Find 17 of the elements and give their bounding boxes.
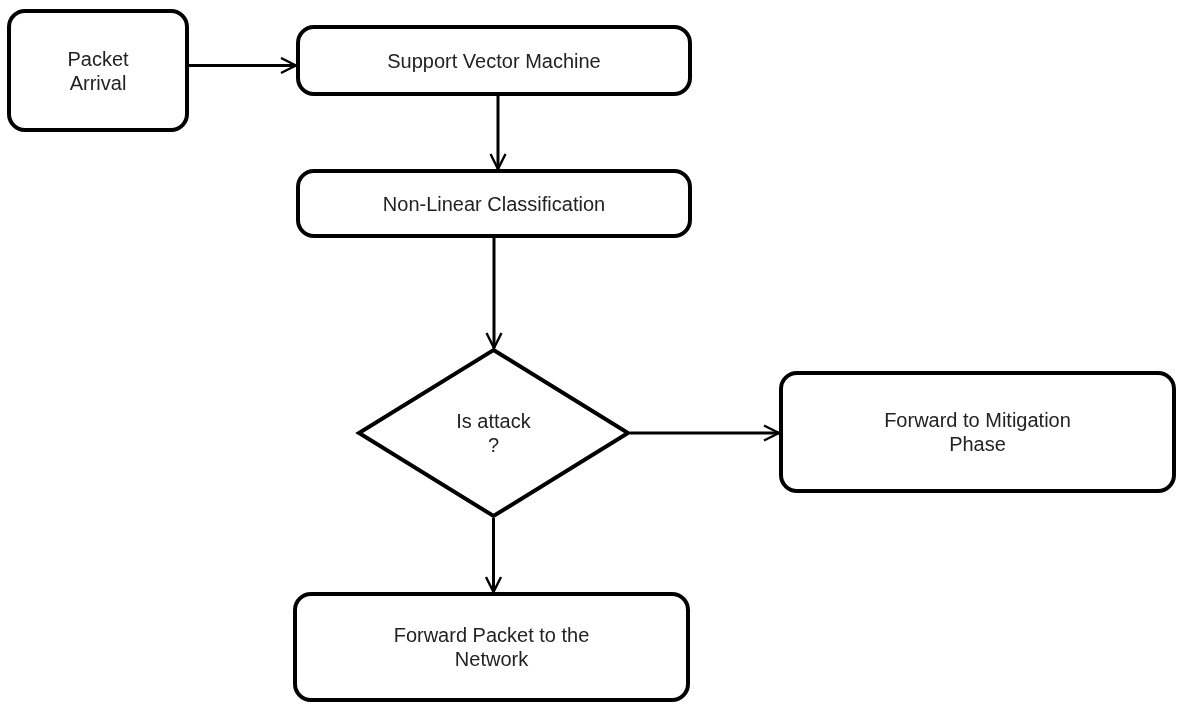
decision-diamond <box>357 348 630 518</box>
arrow <box>189 56 298 75</box>
arrow <box>484 518 503 594</box>
arrow <box>485 238 503 350</box>
process-box <box>7 9 189 132</box>
node-label: Forward to Mitigation Phase <box>883 408 1072 456</box>
node-label: Support Vector Machine <box>386 48 602 73</box>
node-label: Is attack ? <box>455 409 532 457</box>
node-label: Non-Linear Classification <box>381 191 607 216</box>
arrow <box>630 424 781 442</box>
process-box <box>779 371 1176 493</box>
process-box <box>296 25 692 96</box>
arrow <box>489 96 507 171</box>
process-box <box>296 169 692 238</box>
process-box <box>293 592 690 702</box>
node-label: Forward Packet to the Network <box>392 623 591 671</box>
node-label: Packet Arrival <box>66 46 130 95</box>
